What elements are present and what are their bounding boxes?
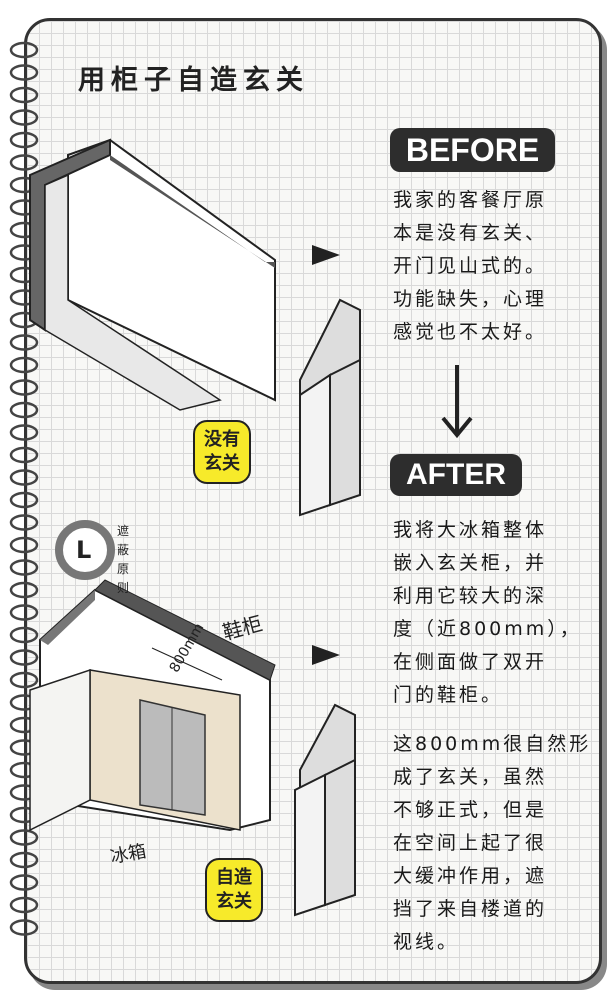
text-line: 我家的客餐厅原 — [393, 189, 548, 211]
spiral-ring — [9, 851, 39, 869]
spiral-ring — [9, 491, 39, 509]
spiral-ring — [9, 829, 39, 846]
spiral-ring — [9, 604, 39, 621]
after-description-1: 我将大冰箱整体 嵌入玄关柜，并 利用它较大的深 度（近800mm）， 在侧面做了… — [393, 514, 593, 712]
text-line: 本是没有玄关、 — [393, 222, 548, 244]
text-line: 挡了来自楼道的 — [393, 898, 548, 920]
spiral-ring — [9, 154, 39, 171]
spiral-ring — [9, 559, 39, 576]
spiral-ring — [9, 334, 39, 351]
text-line: 度（近800mm）， — [393, 618, 582, 640]
logo-letter: L — [76, 536, 92, 564]
text-line: 成了玄关，虽然 — [393, 766, 548, 788]
spiral-ring — [9, 41, 39, 59]
spiral-ring — [9, 424, 39, 441]
text-line: 我将大冰箱整体 — [393, 519, 548, 541]
before-description: 我家的客餐厅原 本是没有玄关、 开门见山式的。 功能缺失，心理 感觉也不太好。 — [393, 184, 593, 349]
bubble-line: 自造 — [216, 867, 252, 888]
spiral-ring — [9, 86, 39, 104]
bubble-line: 没有 — [204, 429, 240, 450]
spiral-ring — [9, 581, 39, 599]
text-line: 感觉也不太好。 — [393, 321, 548, 343]
logo-text: 遮蔽原则 — [117, 524, 130, 595]
after-description-2: 这800mm很自然形 成了玄关，虽然 不够正式，但是 在空间上起了很 大缓冲作用… — [393, 728, 593, 959]
arrow-right-icon — [312, 645, 340, 665]
spiral-ring — [9, 356, 39, 374]
arrow-right-icon — [312, 245, 340, 265]
text-line: 不够正式，但是 — [393, 799, 548, 821]
text-line: 在空间上起了很 — [393, 832, 548, 854]
speech-bubble-diy-entrance: 自造 玄关 — [205, 858, 263, 922]
spiral-ring — [9, 671, 39, 689]
after-badge: AFTER — [390, 454, 522, 496]
text-line: 开门见山式的。 — [393, 255, 548, 277]
bubble-line: 玄关 — [216, 891, 252, 912]
speech-bubble-no-entrance: 没有 玄关 — [193, 420, 251, 484]
page-title: 用柜子自造玄关 — [78, 65, 309, 96]
spiral-ring — [9, 109, 39, 126]
after-cabinet-drawing — [29, 579, 356, 917]
spiral-ring — [9, 401, 39, 419]
bubble-line: 玄关 — [204, 453, 240, 474]
spiral-binding — [9, 41, 39, 936]
text-line: 这800mm很自然形 — [393, 733, 592, 755]
spiral-ring — [9, 446, 39, 464]
spiral-ring — [9, 874, 39, 891]
spiral-ring — [9, 896, 39, 914]
spiral-ring — [9, 514, 39, 531]
text-line: 门的鞋柜。 — [393, 684, 504, 706]
spiral-ring — [9, 649, 39, 666]
spiral-ring — [9, 536, 39, 554]
text-line: 嵌入玄关柜，并 — [393, 552, 548, 574]
arrow-down-icon — [441, 365, 473, 439]
before-badge: BEFORE — [390, 128, 555, 172]
text-line: 在侧面做了双开 — [393, 651, 548, 673]
text-line: 利用它较大的深 — [393, 585, 548, 607]
before-wall-drawing — [29, 138, 361, 517]
text-line: 视线。 — [393, 931, 460, 953]
spiral-ring — [9, 379, 39, 396]
logo-badge — [55, 520, 115, 580]
spiral-ring — [9, 469, 39, 486]
spiral-ring — [9, 64, 39, 81]
spiral-ring — [9, 626, 39, 644]
text-line: 大缓冲作用，遮 — [393, 865, 548, 887]
text-line: 功能缺失，心理 — [393, 288, 548, 310]
spiral-ring — [9, 131, 39, 149]
spiral-ring — [9, 919, 39, 936]
